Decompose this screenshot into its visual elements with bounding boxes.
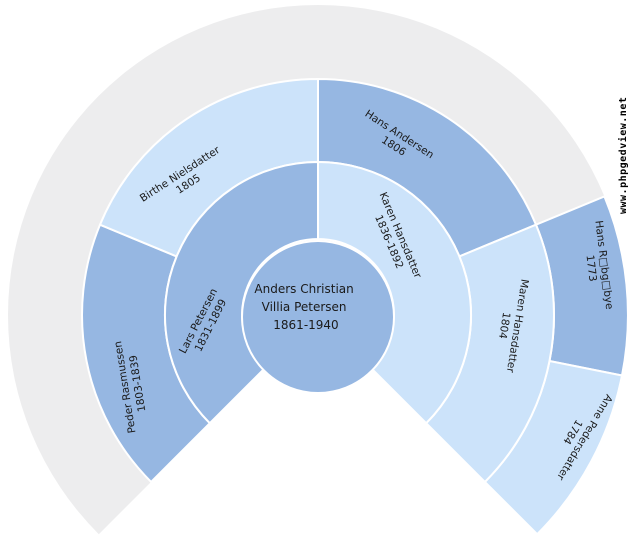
root-name-line1: Anders Christian — [254, 282, 353, 296]
root-name-line2: Villia Petersen — [262, 300, 347, 314]
root-dates: 1861-1940 — [273, 318, 338, 332]
dates-line: 1773 — [583, 254, 598, 282]
root-person-label: Anders Christian Villia Petersen 1861-19… — [254, 282, 357, 332]
phpgedview-watermark: www.phpgedview.net — [617, 97, 629, 214]
dates-line: 1804 — [496, 311, 512, 340]
fan-segment-mother[interactable] — [317, 160, 472, 425]
fan-center-circle[interactable] — [241, 240, 395, 394]
